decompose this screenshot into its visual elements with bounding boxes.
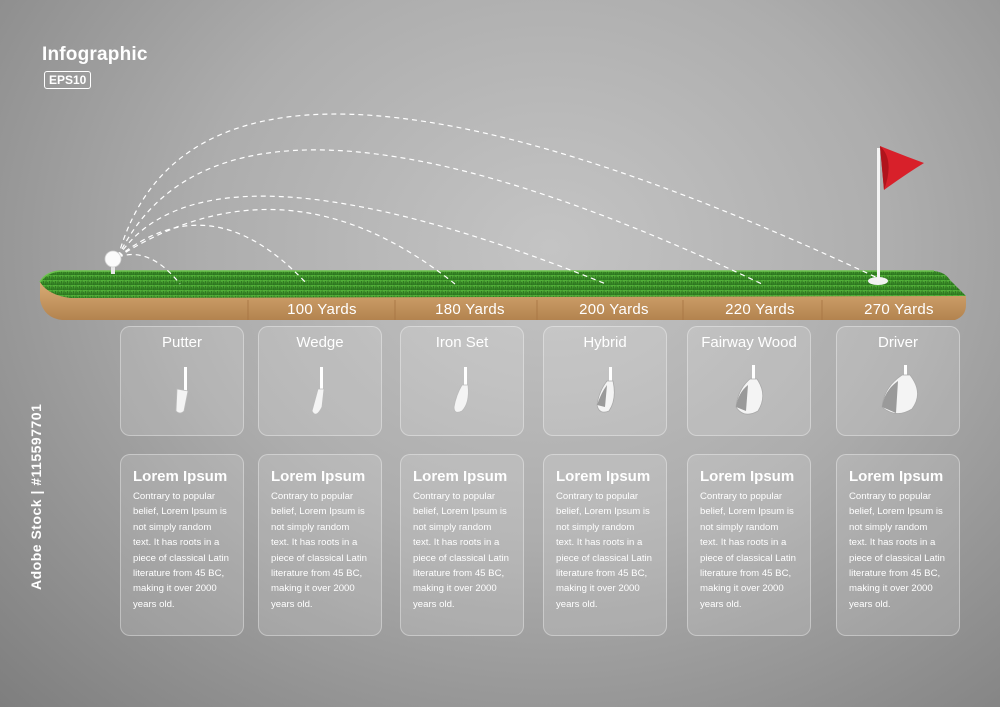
description-title: Lorem Ipsum <box>413 468 508 485</box>
stock-id-watermark: Adobe Stock | #115597701 <box>28 403 44 590</box>
golf-ball-icon <box>104 250 122 274</box>
club-card-wedge: Wedge <box>258 326 382 436</box>
description-title: Lorem Ipsum <box>556 468 651 485</box>
trajectory-putter <box>117 253 181 285</box>
club-card-iron: Iron Set <box>400 326 524 436</box>
distance-label-hybrid: 200 Yards <box>579 301 649 318</box>
trajectory-wedge <box>117 224 308 285</box>
driver-icon <box>837 363 959 419</box>
club-card-hybrid: Hybrid <box>543 326 667 436</box>
trajectory-hybrid <box>117 195 607 285</box>
club-name: Fairway Wood <box>701 334 797 351</box>
wedge-icon <box>259 363 381 419</box>
putter-icon <box>121 363 243 419</box>
hybrid-icon <box>544 363 666 419</box>
iron-icon <box>401 363 523 419</box>
fairway-wood-icon <box>688 363 810 419</box>
distance-label-iron: 180 Yards <box>435 301 505 318</box>
club-name: Driver <box>878 334 918 351</box>
club-name: Iron Set <box>435 334 489 351</box>
club-name: Hybrid <box>583 334 627 351</box>
distance-label-fairway-wood: 220 Yards <box>725 301 795 318</box>
ball-trajectories <box>117 113 883 285</box>
description-title: Lorem Ipsum <box>271 468 366 485</box>
club-name: Putter <box>161 334 203 351</box>
trajectory-iron <box>117 208 456 285</box>
trajectory-driver <box>117 113 883 281</box>
grass-strip <box>40 271 966 298</box>
club-card-driver: Driver <box>836 326 960 436</box>
trajectory-fairway-wood <box>117 149 763 285</box>
infographic-title: Infographic <box>42 44 148 65</box>
description-title: Lorem Ipsum <box>849 468 944 485</box>
description-title: Lorem Ipsum <box>700 468 795 485</box>
flag-icon <box>868 146 924 285</box>
club-name: Wedge <box>296 334 344 351</box>
eps-badge: EPS10 <box>44 71 92 89</box>
club-card-putter: Putter <box>120 326 244 436</box>
description-title: Lorem Ipsum <box>133 468 228 485</box>
club-card-fairway-wood: Fairway Wood <box>687 326 811 436</box>
distance-label-driver: 270 Yards <box>864 301 934 318</box>
distance-label-wedge: 100 Yards <box>287 301 357 318</box>
